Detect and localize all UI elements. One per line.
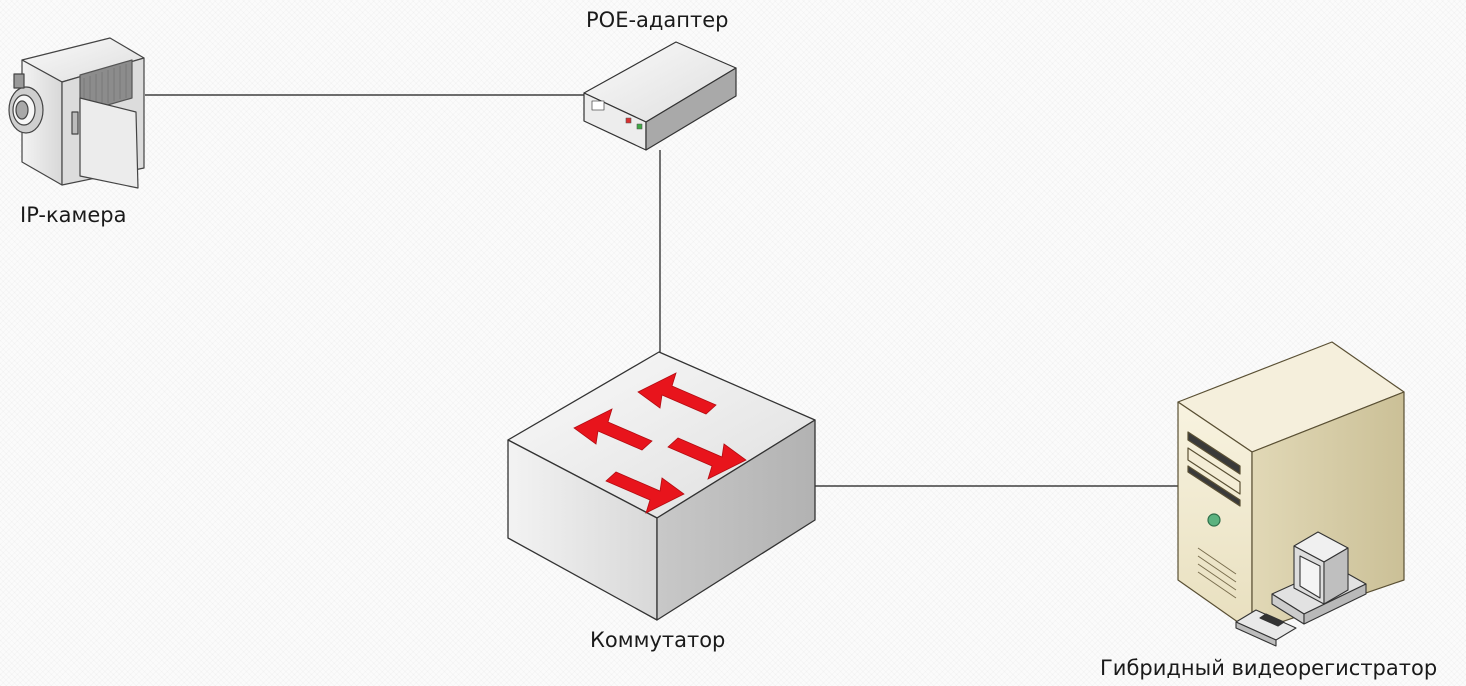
camera-label: IP-камера (20, 203, 127, 227)
arrow-left-icon (637, 372, 717, 415)
network-switch-icon (507, 351, 816, 621)
switch-arrows (573, 372, 747, 514)
server-workstation-icon (1177, 341, 1405, 633)
arrow-left-icon (573, 408, 653, 451)
poe-adapter-icon (583, 41, 737, 151)
connection-lines (145, 94, 1178, 487)
arrow-right-icon (667, 437, 747, 480)
poe-adapter-label: POE-адаптер (586, 8, 729, 32)
workstation-icon (1235, 531, 1367, 647)
switch-label: Коммутатор (590, 628, 726, 652)
dvr-label: Гибридный видеорегистратор (1100, 656, 1438, 680)
arrow-right-icon (605, 471, 685, 514)
ip-camera-icon (8, 37, 145, 189)
